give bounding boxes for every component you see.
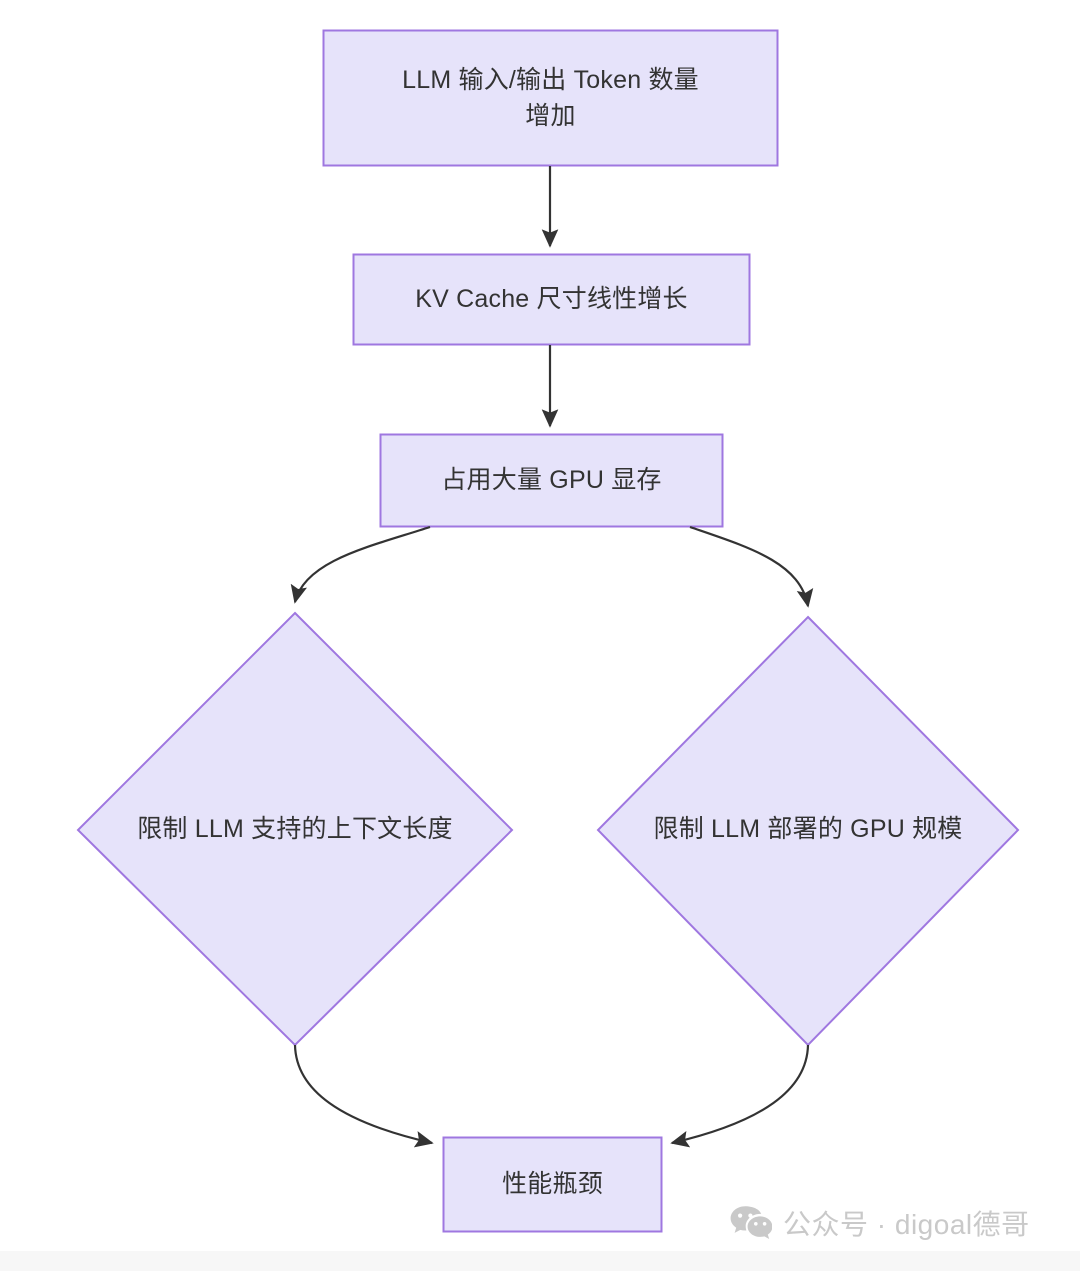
node-n5-shape — [596, 615, 1020, 1047]
edge-n4-to-n6 — [293, 1044, 434, 1148]
node-n2-shape — [352, 253, 751, 346]
node-n6-shape — [442, 1136, 663, 1233]
watermark-text: 公众号 · digoal德哥 — [783, 1209, 1030, 1240]
bottom-band — [0, 1251, 1080, 1271]
watermark: 公众号 · digoal德哥 — [730, 1203, 1030, 1243]
edge-n3-to-n4 — [290, 525, 431, 604]
edge-n5-to-n6 — [670, 1044, 810, 1148]
node-n1-shape — [322, 29, 779, 167]
wechat-icon — [730, 1206, 772, 1239]
node-n3-shape — [379, 433, 724, 528]
edge-n3-to-n5 — [689, 525, 814, 608]
node-n4-shape — [76, 611, 514, 1047]
